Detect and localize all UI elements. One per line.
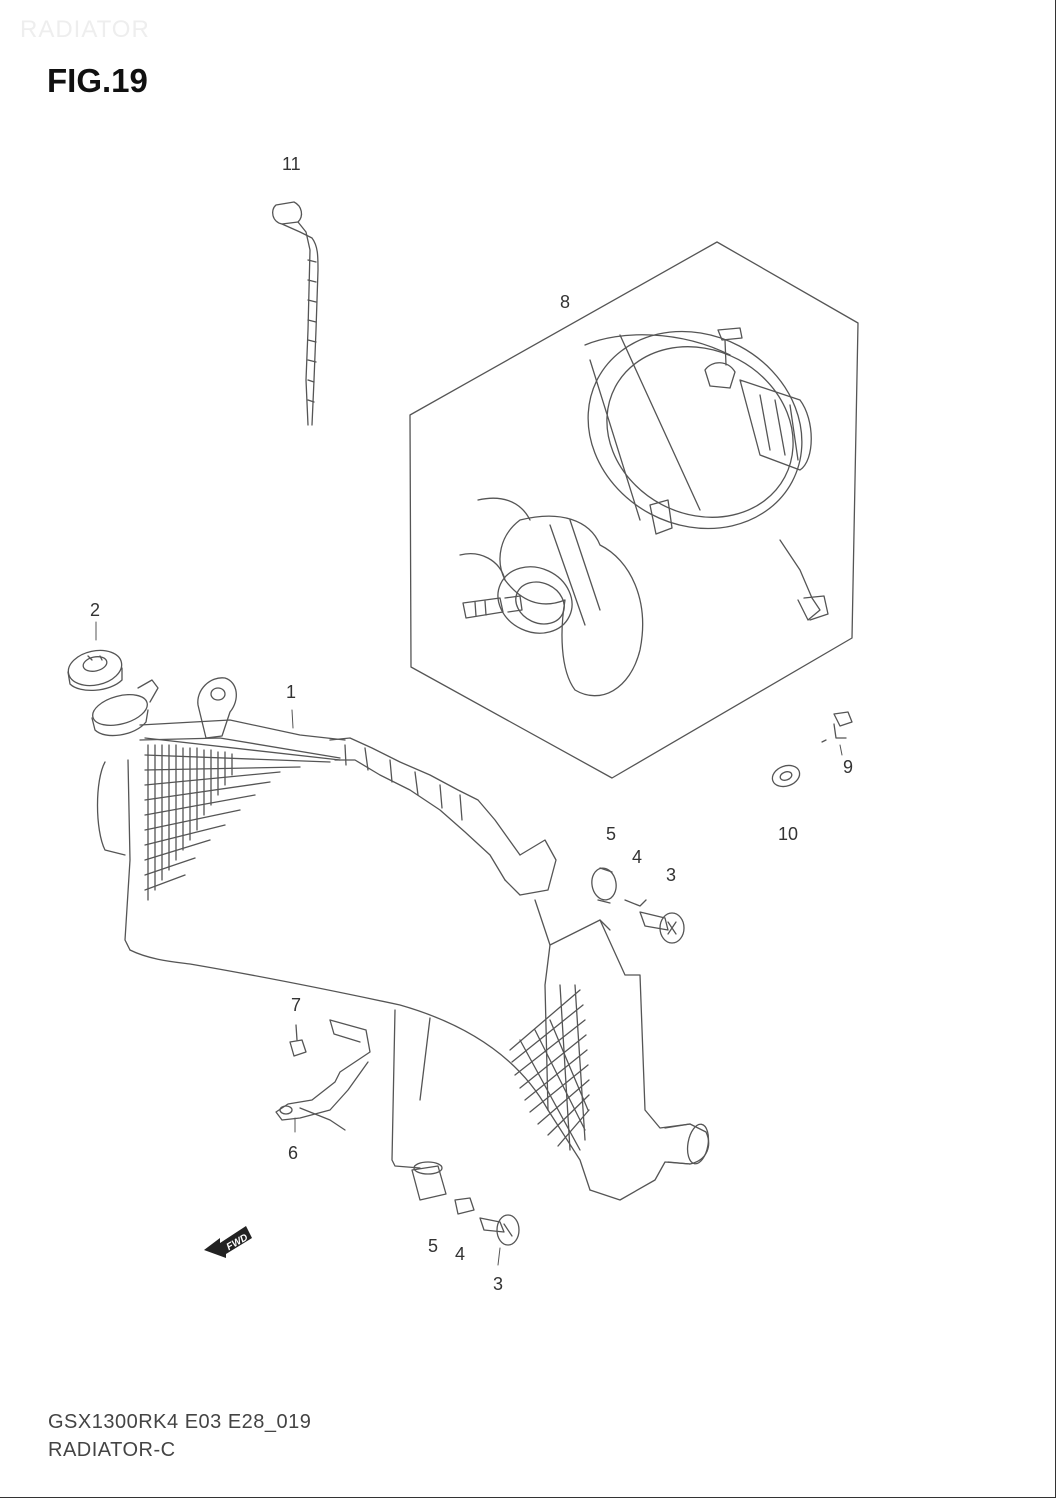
part-7-bolt [289,1024,307,1057]
callout-3-upper: 3 [666,865,677,885]
part-543-upper [591,867,685,944]
fwd-arrow-label: FWD [225,1232,250,1253]
part-11-cable-tie [271,201,319,426]
fwd-arrow-icon: FWD [204,1226,252,1258]
callout-11: 11 [282,154,301,174]
callout-5-upper: 5 [606,824,617,844]
callout-4-upper: 4 [632,847,643,867]
part-543-lower [411,1161,520,1246]
callout-3-lower: 3 [493,1274,504,1294]
part-9-bolt [821,711,853,743]
callout-10: 10 [778,824,799,844]
callout-7: 7 [291,995,302,1015]
part-1-radiator [91,677,710,1201]
footer-diagram-code: GSX1300RK4 E03 E28_019 [48,1411,312,1433]
watermark-text: RADIATOR [20,16,150,43]
leader-lines [95,621,843,1266]
callout-9: 9 [843,757,854,777]
callout-2: 2 [90,600,101,620]
part-8-fan-hexagon [409,241,859,779]
callout-4-lower: 4 [455,1244,466,1264]
callout-5-lower: 5 [428,1236,439,1256]
callout-8: 8 [560,292,571,312]
callout-6: 6 [288,1143,299,1163]
part-6-stay [275,1019,371,1131]
footer-diagram-name: RADIATOR-C [48,1439,176,1461]
callout-1: 1 [286,682,297,702]
figure-title: FIG.19 [47,62,148,99]
part-10-grommet [771,764,801,788]
part-2-radiator-cap [67,649,123,691]
